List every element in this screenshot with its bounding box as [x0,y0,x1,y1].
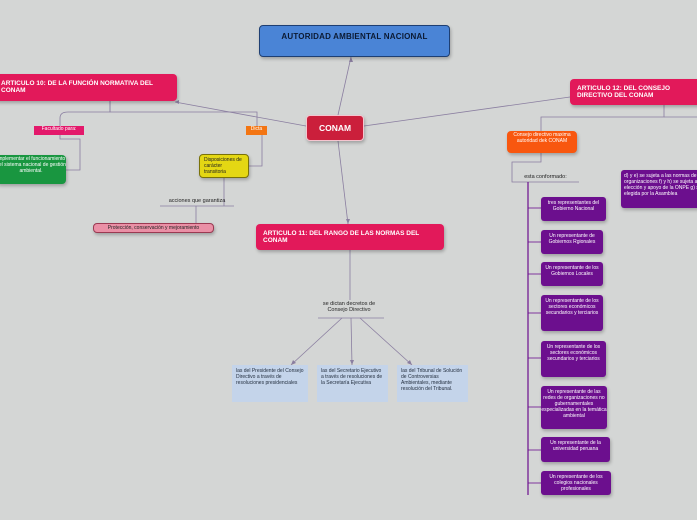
member-node[interactable]: Un representante de la universidad perua… [541,437,610,462]
member-node[interactable]: Un representante de los sectores económi… [541,341,606,377]
consejo-directivo-node[interactable]: Consejo directivo maxima autoridad dek C… [507,131,577,153]
leaf-tribunal[interactable]: las del Tribunal de Solución de Controve… [397,365,468,402]
acciones-label[interactable]: acciones que garantiza [168,198,226,204]
conam-node[interactable]: CONAM [306,115,364,141]
root-node[interactable]: AUTORIDAD AMBIENTAL NACIONAL [259,25,450,57]
member-rules-note[interactable]: d) y e) se sujeta a las normas de sus or… [621,170,697,208]
leaf-presidente[interactable]: las del Presidente del Consejo Directivo… [232,365,308,402]
disposiciones-node[interactable]: Disposiciones de carácter transitoria [199,154,249,178]
esta-conformado-label[interactable]: esta conformado: [524,174,567,180]
article-11-node[interactable]: ARTICULO 11: DEL RANGO DE LAS NORMAS DEL… [256,224,444,250]
member-node[interactable]: tres representantes del Gobierno Naciona… [541,197,606,221]
dicta-node[interactable]: Dicta [246,126,267,135]
leaf-secretario[interactable]: las del Secretario Ejecutivo a través de… [317,365,388,402]
member-node[interactable]: Un representante de las redes de organiz… [541,386,607,429]
article-12-node[interactable]: ARTICULO 12: DEL CONSEJO DIRECTIVO DEL C… [570,79,697,105]
se-dictan-label[interactable]: se dictan decretos de Consejo Directivo [322,301,376,314]
facultado-node[interactable]: Facultado para: [34,126,84,135]
article-10-node[interactable]: ARTICULO 10: DE LA FUNCIÓN NORMATIVA DEL… [0,74,177,101]
member-node[interactable]: Un representante de los colegios naciona… [541,471,611,495]
member-node[interactable]: Un representante de los Gobiernos Locale… [541,262,603,286]
member-node[interactable]: Un representante de los sectores económi… [541,295,603,331]
proteccion-node[interactable]: Protección, conservación y mejoramiento [93,223,214,233]
member-node[interactable]: Un representante de Gobiernos Rgionales [541,230,603,254]
implementar-node[interactable]: Implementar el funcionamiento del sistem… [0,155,66,184]
